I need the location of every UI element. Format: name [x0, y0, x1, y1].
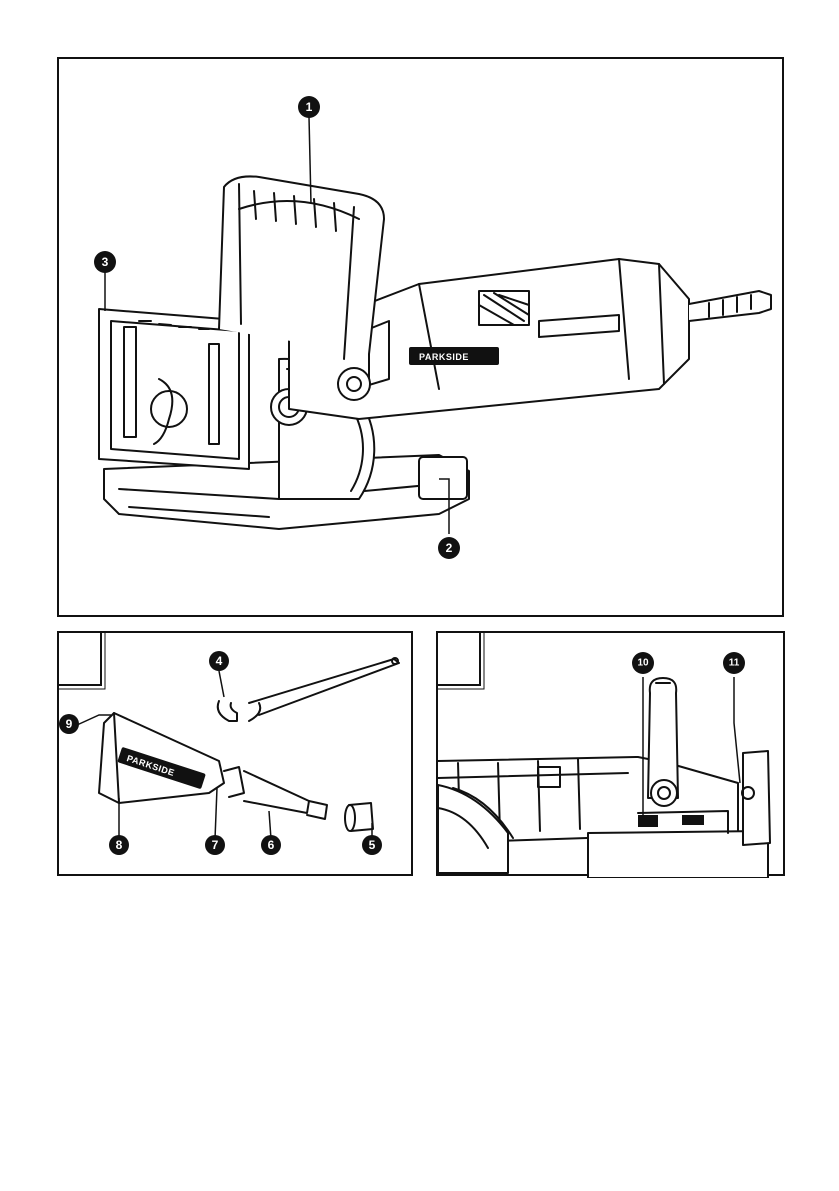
svg-text:2: 2	[446, 541, 453, 555]
figure-detail: 10 11	[436, 631, 785, 876]
svg-text:10: 10	[637, 658, 649, 669]
callout-11: 11	[723, 652, 745, 674]
callout-6: 6	[261, 835, 281, 855]
callout-7: 7	[205, 835, 225, 855]
figure-accessories: PARKSIDE 4 9 8 7 6	[57, 631, 413, 876]
brand-label: PARKSIDE	[419, 352, 469, 362]
wrench-drawing	[218, 658, 399, 721]
svg-text:5: 5	[369, 838, 376, 852]
callout-2: 2	[438, 537, 460, 559]
callout-5: 5	[362, 835, 382, 855]
svg-text:1: 1	[306, 100, 313, 114]
svg-text:6: 6	[268, 838, 275, 852]
joiner-detail-drawing: 10 11	[438, 633, 787, 878]
svg-text:4: 4	[216, 654, 223, 668]
svg-text:7: 7	[212, 838, 219, 852]
cap-drawing	[345, 803, 373, 831]
svg-text:11: 11	[729, 658, 740, 669]
svg-text:8: 8	[116, 838, 123, 852]
callout-9: 9	[59, 714, 79, 734]
accessories-drawing: PARKSIDE 4 9 8 7 6	[59, 633, 415, 878]
svg-text:9: 9	[66, 717, 73, 731]
svg-text:3: 3	[102, 255, 109, 269]
callout-10: 10	[632, 652, 654, 674]
figure-main: PARKSIDE 1 3 2	[57, 57, 784, 617]
callout-1: 1	[298, 96, 320, 118]
callout-4: 4	[209, 651, 229, 671]
callout-8: 8	[109, 835, 129, 855]
biscuit-joiner-drawing: PARKSIDE 1 3 2	[59, 59, 786, 619]
callout-3: 3	[94, 251, 116, 273]
